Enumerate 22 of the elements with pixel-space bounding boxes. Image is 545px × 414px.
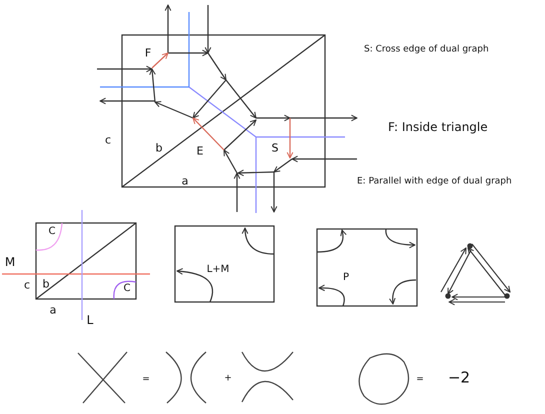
legend-text: E: Parallel with edge of dual graph bbox=[357, 178, 512, 186]
side-label: b bbox=[156, 142, 162, 154]
line-label: M bbox=[4, 256, 16, 268]
side-label: a bbox=[182, 176, 188, 186]
curve-label: L+M bbox=[206, 265, 230, 275]
region-label: S bbox=[272, 142, 278, 154]
region-label: E bbox=[196, 146, 204, 156]
legend-text: F: Inside triangle bbox=[388, 121, 488, 133]
legend-text: S: Cross edge of dual graph bbox=[364, 46, 489, 54]
equals-sign: = bbox=[142, 376, 150, 384]
equals-sign: = bbox=[416, 376, 424, 384]
region-label: F bbox=[144, 48, 152, 58]
side-label: a bbox=[50, 304, 56, 316]
curve-label: C bbox=[48, 227, 56, 237]
value-label: −2 bbox=[448, 370, 470, 386]
line-label: L bbox=[86, 314, 94, 326]
curve-label: P bbox=[342, 273, 350, 283]
plus-sign: + bbox=[224, 374, 232, 384]
side-label: b bbox=[42, 278, 50, 290]
side-label: c bbox=[24, 280, 30, 290]
side-label: c bbox=[104, 134, 112, 146]
curve-label: C bbox=[124, 284, 130, 294]
